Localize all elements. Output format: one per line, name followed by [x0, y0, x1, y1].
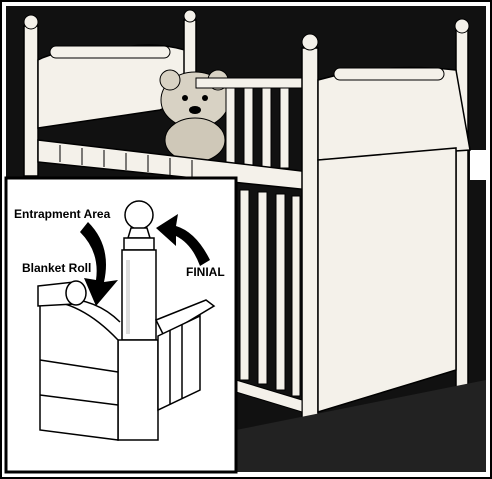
post-knob-right [454, 18, 470, 34]
footboard-top [317, 66, 471, 161]
post-knob-rear [183, 9, 197, 23]
label-blanket-roll: Blanket Roll [22, 261, 91, 275]
crib-illustration [23, 9, 486, 472]
inset-detail: Entrapment Area Blanket Roll FINIAL [4, 176, 238, 474]
front-rail-teeth [59, 145, 193, 177]
finial-arrow [156, 214, 210, 266]
rear-top-rail [195, 77, 307, 89]
corner-post-icon [37, 200, 216, 441]
post-knob-left [23, 14, 39, 30]
front-slats [239, 189, 301, 397]
label-entrapment-area: Entrapment Area [14, 207, 111, 221]
crib-post-left [23, 25, 39, 177]
floor [236, 380, 486, 472]
label-finial: FINIAL [186, 265, 225, 279]
headboard-rail [49, 45, 171, 59]
post-knob-front [301, 33, 319, 51]
crib-post-front [301, 47, 319, 429]
entrapment-arrow [80, 222, 118, 306]
footboard-panel [317, 147, 457, 414]
footboard-rail [333, 67, 445, 81]
